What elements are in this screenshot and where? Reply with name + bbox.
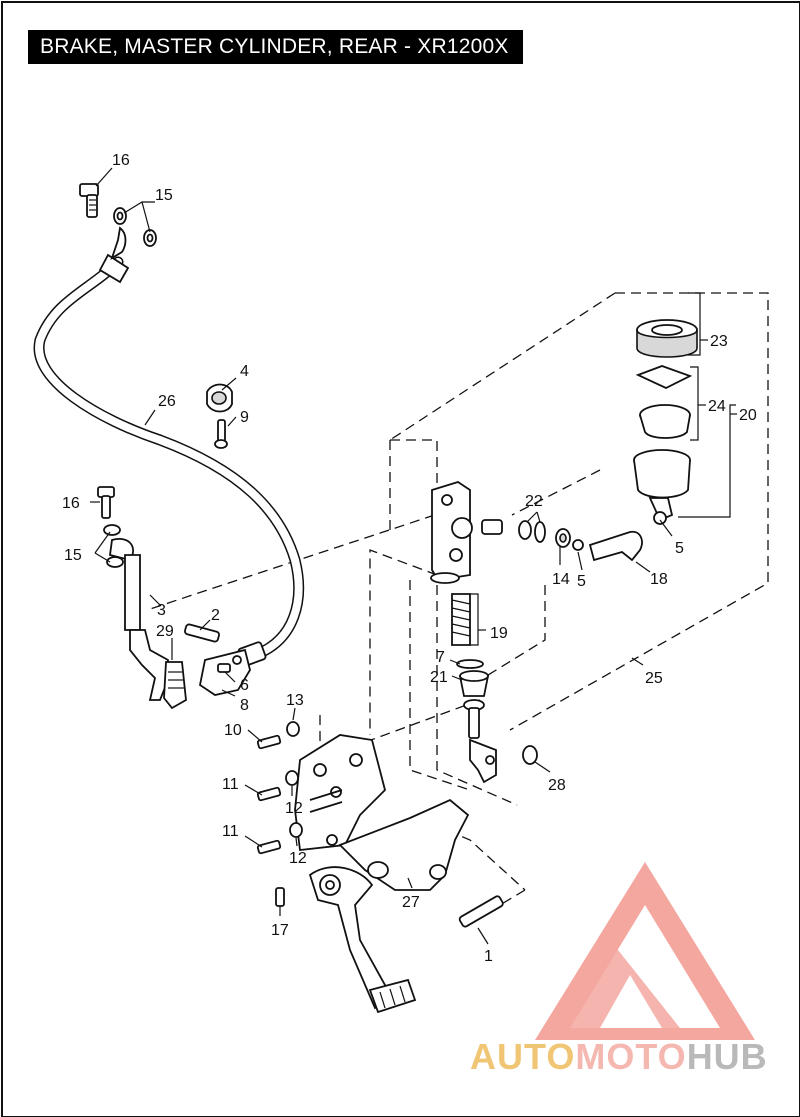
callout-12-upper: 12 [285,800,303,817]
callout-16-top: 16 [112,152,130,169]
banjo-bolt-top [79,183,157,247]
callout-15-top: 15 [155,187,173,204]
switch-bracket [163,623,251,710]
diagram-title: BRAKE, MASTER CYLINDER, REAR - XR1200X [28,30,523,64]
callout-13: 13 [286,692,304,709]
callout-19: 19 [490,625,508,642]
callout-3: 3 [157,602,166,619]
callout-22: 22 [525,493,543,510]
callout-21: 21 [430,669,448,686]
callout-29: 29 [156,623,174,640]
callout-9: 9 [240,409,249,426]
callout-14: 14 [552,571,570,588]
watermark-text: AUTOMOTOHUB [470,1036,768,1078]
fasteners [256,721,538,928]
leader-lines [90,167,737,945]
callout-23: 23 [710,333,728,350]
callout-24: 24 [708,398,726,415]
piston-assembly [451,593,497,784]
watermark-logo [535,862,755,1040]
brake-hose [33,226,305,667]
callout-25: 25 [645,670,663,687]
callout-2: 2 [211,607,220,624]
callout-28: 28 [548,777,566,794]
reservoir [588,319,698,562]
callout-17: 17 [271,922,289,939]
callout-11-upper: 11 [222,776,239,793]
callout-6: 6 [240,677,249,694]
callout-labels: 16 15 4 9 26 23 24 20 22 5 14 5 18 16 15… [62,152,757,965]
pivot-bracket [338,798,470,891]
watermark-part-auto: AUTO [470,1036,576,1077]
master-cylinder-body [430,481,584,584]
callout-27: 27 [402,894,420,911]
watermark-part-moto: MOTO [575,1036,687,1077]
callout-1: 1 [484,948,493,965]
hose-clip [206,383,233,449]
callout-10: 10 [224,722,242,739]
callout-5-mid: 5 [577,573,586,590]
callout-11-lower: 11 [222,823,239,840]
callout-18: 18 [650,571,668,588]
banjo-bolt-lower [97,486,169,701]
callout-20: 20 [739,407,757,424]
callout-4: 4 [240,363,249,380]
brake-pedal [308,866,417,1014]
callout-12-lower: 12 [289,850,307,867]
callout-7: 7 [436,649,445,666]
callout-8: 8 [240,697,249,714]
callout-5-right: 5 [675,540,684,557]
callout-16-lower: 16 [62,495,80,512]
callout-26: 26 [158,393,176,410]
callout-15-lower: 15 [64,547,82,564]
watermark-part-hub: HUB [686,1036,768,1077]
